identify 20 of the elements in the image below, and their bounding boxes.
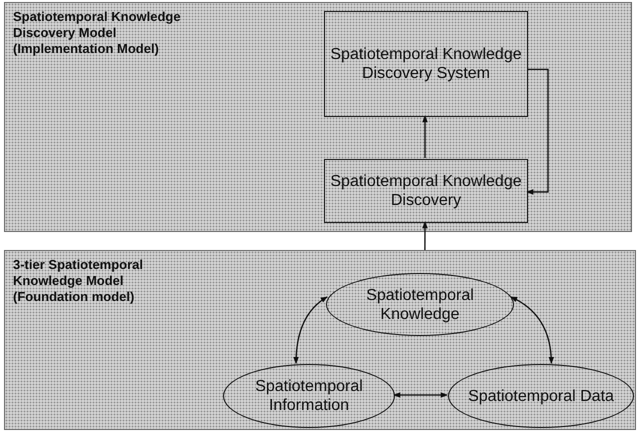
node-label: Spatiotemporal Knowledge [365,286,475,324]
node-label: Spatiotemporal Knowledge Discovery [329,172,523,210]
node-label: Spatiotemporal Data [468,386,614,406]
panel-heading: Spatiotemporal Knowledge Discovery Model (Implementation Model) [13,9,182,57]
arrow [526,68,549,195]
arrow [422,115,428,158]
process-box [324,11,528,117]
process-box [324,159,528,223]
arrow [293,296,328,364]
panel-heading: 3-tier Spatiotemporal Knowledge Model (Foundation model) [13,257,144,305]
node-label: Spatiotemporal Information [254,377,364,415]
arrow [393,392,448,398]
concept-ellipse [448,364,634,428]
node-label: Spatiotemporal Knowledge Discovery System [329,45,523,83]
concept-ellipse [326,273,514,336]
model-panel [4,2,632,232]
arrow [422,221,428,250]
arrow [510,296,554,364]
concept-ellipse [223,364,395,428]
model-panel [4,250,636,430]
